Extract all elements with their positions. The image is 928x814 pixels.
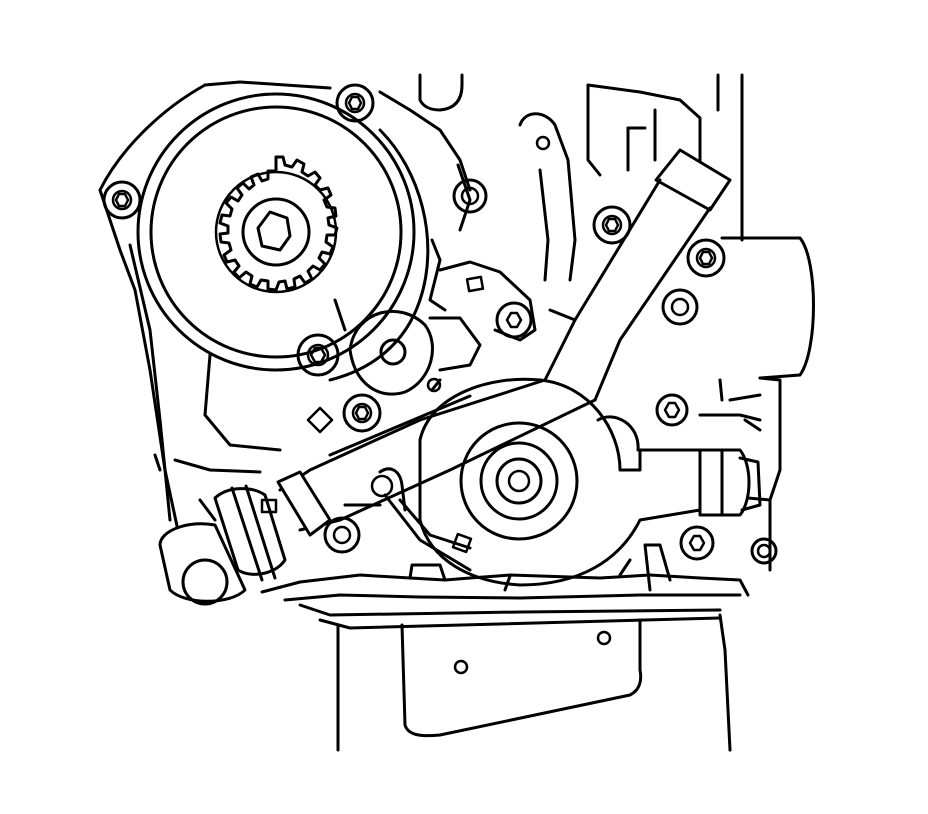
misc-details	[153, 308, 762, 472]
block-bolts	[102, 83, 778, 565]
bolt	[750, 537, 778, 565]
bolt	[102, 180, 142, 220]
bolt	[335, 83, 375, 123]
crankshaft-sprocket	[136, 92, 430, 382]
oil-pan	[260, 543, 750, 752]
bolt	[686, 238, 726, 278]
bolt	[452, 178, 488, 214]
engine-block	[98, 73, 815, 572]
idler-pulley	[306, 260, 537, 434]
bolt	[661, 288, 699, 326]
bolt	[655, 393, 689, 427]
bolt	[592, 205, 632, 245]
oil-pump	[343, 377, 762, 587]
oil-pickup-tube	[158, 148, 732, 606]
bolt	[296, 333, 340, 377]
bolt	[342, 393, 382, 433]
bolt	[679, 525, 715, 561]
